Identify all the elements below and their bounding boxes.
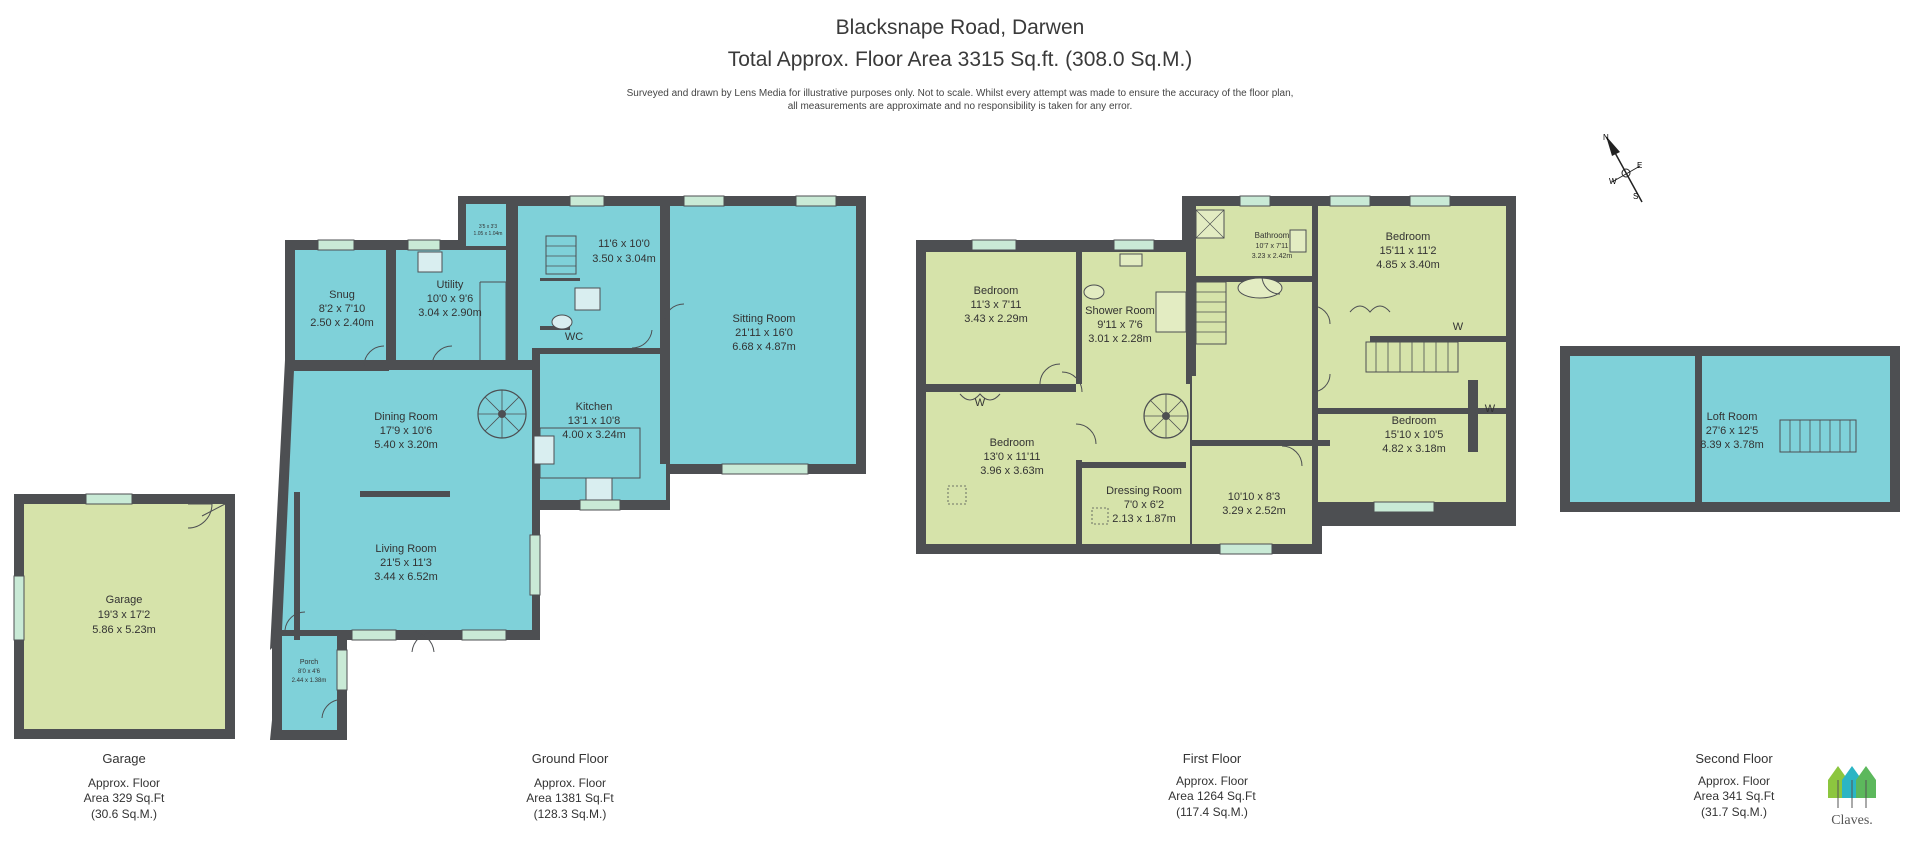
garage-floor-name: Garage	[102, 751, 145, 766]
compass-e: E	[1637, 161, 1642, 170]
dining-room-imperial: 17'9 x 10'6	[380, 425, 433, 437]
claves-logo: Claves.	[1828, 766, 1876, 828]
dressing-room-metric: 2.13 x 1.87m	[1112, 513, 1176, 525]
compass-s: S	[1633, 192, 1638, 201]
garage-floor-line1: Approx. Floor	[88, 776, 160, 790]
loft-room-metric: 8.39 x 3.78m	[1700, 439, 1764, 451]
bathroom-name: Bathroom	[1255, 231, 1290, 240]
ground-floor-plan	[270, 195, 866, 740]
bedroom-4-name: Bedroom	[1392, 415, 1437, 427]
ground-floor-line2: Area 1381 Sq.Ft	[526, 791, 614, 805]
wardrobe-mark: W	[975, 397, 986, 409]
bedroom-3-imperial: 13'0 x 11'11	[983, 451, 1040, 463]
loft-room-name: Loft Room	[1707, 411, 1758, 423]
sitting-room-name: Sitting Room	[733, 313, 796, 325]
garage-floor-line3: (30.6 Sq.M.)	[91, 807, 157, 821]
plan-title: Blacksnape Road, Darwen	[835, 16, 1085, 39]
bedroom-1-name: Bedroom	[974, 285, 1019, 297]
disclaimer-line-2: all measurements are approximate and no …	[787, 101, 1133, 112]
snug-name: Snug	[329, 289, 355, 301]
living-room-metric: 3.44 x 6.52m	[374, 571, 438, 583]
kitchen-name: Kitchen	[576, 401, 613, 413]
garage-room-metric: 5.86 x 5.23m	[92, 624, 156, 636]
wardrobe-mark: W	[1453, 321, 1464, 333]
dressing-room-name: Dressing Room	[1106, 485, 1182, 497]
second-floor-line1: Approx. Floor	[1698, 774, 1770, 788]
second-floor-plan	[1560, 346, 1900, 512]
dressing-room-imperial: 7'0 x 6'2	[1124, 499, 1164, 511]
floor-summaries: Garage Approx. Floor Area 329 Sq.Ft (30.…	[84, 751, 1775, 821]
kitchen-metric: 4.00 x 3.24m	[562, 429, 626, 441]
porch-name: Porch	[300, 659, 318, 666]
shower-room-metric: 3.01 x 2.28m	[1088, 333, 1152, 345]
bedroom-2-name: Bedroom	[1386, 231, 1431, 243]
bedroom-2-metric: 4.85 x 3.40m	[1376, 259, 1440, 271]
sitting-room-metric: 6.68 x 4.87m	[732, 341, 796, 353]
porch-metric: 2.44 x 1.38m	[292, 678, 327, 684]
disclaimer-line-1: Surveyed and drawn by Lens Media for ill…	[626, 88, 1294, 99]
bedroom-4-metric: 4.82 x 3.18m	[1382, 443, 1446, 455]
compass-icon: N E S W	[1603, 133, 1643, 203]
first-floor-line2: Area 1264 Sq.Ft	[1168, 789, 1256, 803]
second-floor-line2: Area 341 Sq.Ft	[1694, 789, 1775, 803]
room-labels: Garage 19'3 x 17'2 5.86 x 5.23m Snug 8'2…	[92, 224, 1764, 684]
store-metric: 1.05 x 1.04m	[474, 231, 503, 237]
porch-imperial: 8'0 x 4'6	[298, 669, 321, 675]
loft-room-imperial: 27'6 x 12'5	[1706, 425, 1759, 437]
sitting-room-imperial: 21'11 x 16'0	[735, 327, 793, 339]
shower-room-name: Shower Room	[1085, 305, 1155, 317]
first-floor-name: First Floor	[1183, 751, 1242, 766]
shower-room-imperial: 9'11 x 7'6	[1097, 319, 1143, 331]
kitchen-imperial: 13'1 x 10'8	[568, 415, 621, 427]
second-floor-line3: (31.7 Sq.M.)	[1701, 805, 1767, 819]
bedroom-4-imperial: 15'10 x 10'5	[1385, 429, 1444, 441]
living-room-name: Living Room	[375, 543, 436, 555]
bedroom-1-imperial: 11'3 x 7'11	[971, 299, 1022, 311]
ground-floor-name: Ground Floor	[532, 751, 609, 766]
utility-metric: 3.04 x 2.90m	[418, 307, 482, 319]
bedroom-3-name: Bedroom	[990, 437, 1035, 449]
hall-metric: 3.50 x 3.04m	[592, 253, 656, 265]
logo-text: Claves.	[1831, 813, 1873, 828]
bedroom-3-metric: 3.96 x 3.63m	[980, 465, 1044, 477]
second-floor-name: Second Floor	[1695, 751, 1773, 766]
total-floor-area: Total Approx. Floor Area 3315 Sq.ft. (30…	[727, 48, 1193, 71]
landing-imperial: 10'10 x 8'3	[1228, 491, 1281, 503]
bedroom-1-metric: 3.43 x 2.29m	[964, 313, 1028, 325]
bathroom-metric: 3.23 x 2.42m	[1252, 253, 1293, 260]
wc-name: WC	[565, 331, 583, 343]
dining-room-metric: 5.40 x 3.20m	[374, 439, 438, 451]
garage-room-name: Garage	[106, 594, 143, 606]
dining-room-name: Dining Room	[374, 411, 438, 423]
ground-floor-line1: Approx. Floor	[534, 776, 606, 790]
landing-metric: 3.29 x 2.52m	[1222, 505, 1286, 517]
store-imperial: 3'5 x 3'3	[479, 224, 498, 230]
snug-imperial: 8'2 x 7'10	[319, 303, 365, 315]
compass-n: N	[1603, 133, 1609, 142]
bathroom-imperial: 10'7 x 7'11	[1256, 243, 1289, 250]
first-floor-line1: Approx. Floor	[1176, 774, 1248, 788]
snug-metric: 2.50 x 2.40m	[310, 317, 374, 329]
garage-floor-line2: Area 329 Sq.Ft	[84, 791, 165, 805]
wardrobe-mark: W	[1485, 403, 1496, 415]
living-room-imperial: 21'5 x 11'3	[380, 557, 432, 569]
bedroom-2-imperial: 15'11 x 11'2	[1379, 245, 1436, 257]
garage-plan	[13, 493, 235, 739]
first-floor-line3: (117.4 Sq.M.)	[1176, 805, 1248, 819]
utility-name: Utility	[437, 279, 464, 291]
ground-floor-line3: (128.3 Sq.M.)	[534, 807, 607, 821]
first-floor-plan	[916, 195, 1516, 555]
compass-w: W	[1609, 177, 1617, 186]
garage-room-imperial: 19'3 x 17'2	[98, 609, 151, 621]
utility-imperial: 10'0 x 9'6	[427, 293, 473, 305]
hall-imperial: 11'6 x 10'0	[598, 238, 650, 250]
